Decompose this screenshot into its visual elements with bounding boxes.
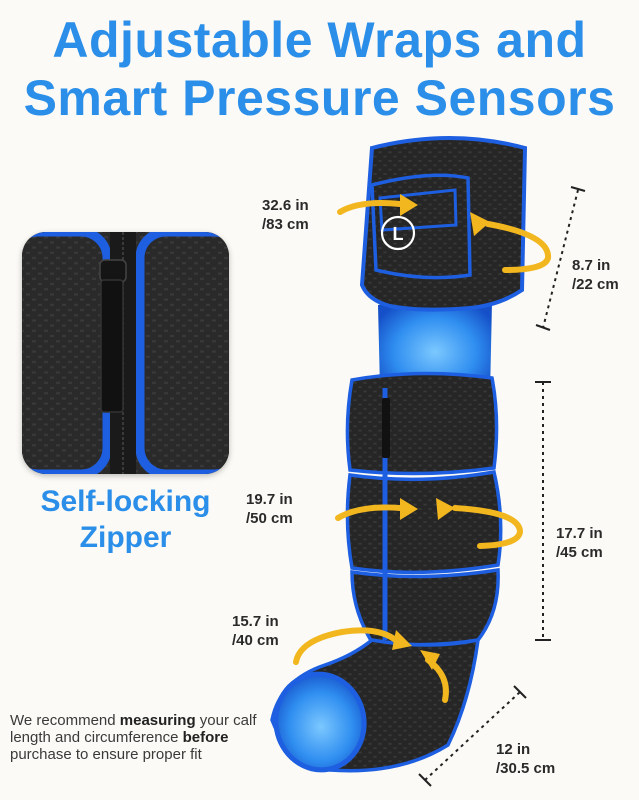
zipper-pull [382, 398, 390, 458]
measure-arrows [293, 200, 551, 703]
sizing-note: We recommend measuring your calf length … [10, 712, 257, 763]
logo-icon [380, 215, 416, 251]
calf-wrap-upper [345, 371, 499, 476]
logo-letter: L [393, 224, 404, 244]
calf-circumference-label: 19.7 in /50 cm [246, 491, 293, 527]
thigh-length-label: 8.7 in /22 cm [572, 257, 619, 293]
calf-wrap-middle [345, 469, 503, 575]
ankle-circumference-label: 15.7 in /40 cm [232, 613, 279, 649]
headline-line-1: Adjustable Wraps and [52, 12, 587, 68]
headline-line-2: Smart Pressure Sensors [23, 70, 616, 126]
calf-length-label: 17.7 in /45 cm [556, 525, 603, 561]
arrow-heads [392, 194, 490, 670]
foot-opening [273, 671, 367, 773]
foot-length-label: 12 in /30.5 cm [496, 741, 556, 777]
zipper-caption-line-1: Self-locking [40, 485, 211, 518]
dimension-lines [418, 186, 586, 787]
zipper-closeup-image [22, 232, 229, 474]
zipper-caption-line-2: Zipper [79, 521, 172, 554]
thigh-strap-flap [378, 188, 458, 232]
inner-lining [378, 299, 492, 395]
thigh-circumference-label: 32.6 in /83 cm [262, 197, 309, 233]
